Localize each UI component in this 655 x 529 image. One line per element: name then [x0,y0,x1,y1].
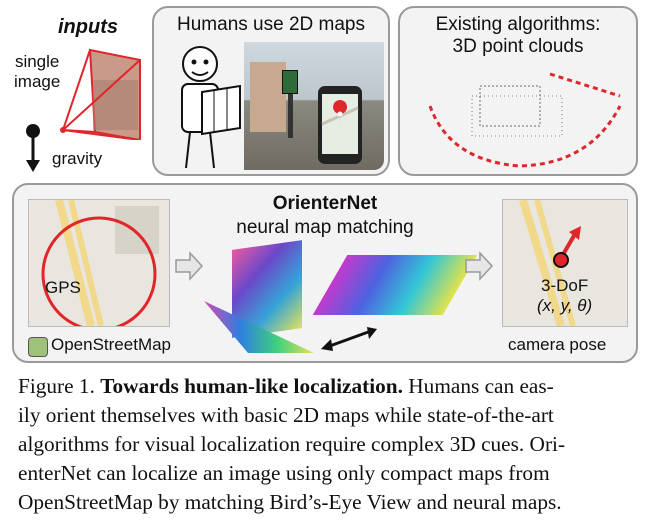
osm-label: OpenStreetMap [51,335,172,354]
pipeline-panel: OrienterNet neural map matching GPS Open… [12,183,638,363]
algorithms-panel-title-1: Existing algorithms: [435,14,601,35]
point-cloud-illustration [428,72,622,168]
algorithms-panel: Existing algorithms: 3D point clouds [398,6,638,176]
neural-map-image [312,255,478,315]
pipeline-title: OrienterNet [272,193,378,214]
gravity-label: gravity [52,149,103,168]
gravity-arrow-icon [26,124,40,172]
inputs-section: inputs single image gravity [0,0,150,180]
figure-caption: Figure 1. Towards human-like localizatio… [18,372,638,517]
caption-rest: Humans can eas- [402,374,554,398]
pipeline-subtitle: neural map matching [236,217,414,238]
humans-panel-title: Humans use 2D maps [177,14,365,35]
single-image-label: single image [14,52,61,91]
inputs-title: inputs [58,16,118,38]
gps-label: GPS [45,278,81,297]
phone-map-icon [318,86,362,164]
algorithms-panel-title-2: 3D point clouds [452,36,584,57]
dof-label: 3-DoF [541,276,589,295]
caption-line3: algorithms for visual localization requi… [18,432,566,456]
arrow-right-icon [175,251,204,281]
osm-logo-icon [28,337,48,357]
dof-vars: (x, y, θ) [537,296,593,315]
pose-map: 3-DoF (x, y, θ) [502,199,628,327]
caption-prefix: Figure 1. [18,374,101,398]
caption-line5: OpenStreetMap by matching Bird’s-Eye Vie… [18,490,562,514]
person-with-map-illustration [181,46,241,169]
humans-panel: Humans use 2D maps [152,6,390,176]
caption-line2: ily orient themselves with basic 2D maps… [18,403,554,427]
camera-pose-label: camera pose [508,335,607,354]
gps-map: GPS [28,199,170,327]
caption-bold: Towards human-like localization. [100,374,403,398]
double-arrow-icon [321,327,377,351]
camera-frustum-icon [60,48,141,140]
caption-line4: enterNet can localize an image using onl… [18,461,550,485]
arrow-right-icon [465,251,494,281]
